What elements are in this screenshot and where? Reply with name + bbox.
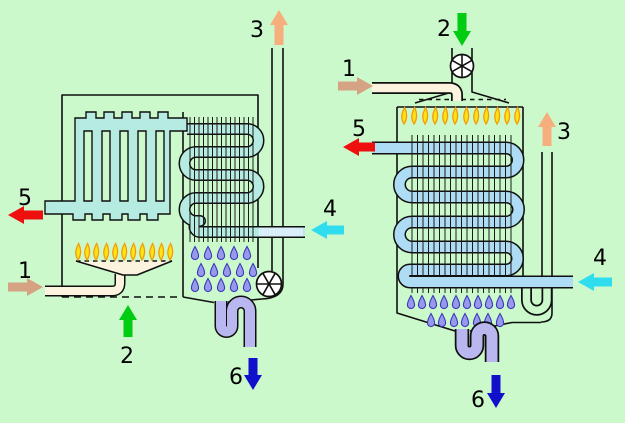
right-air-inlet-arrow <box>453 13 471 46</box>
right-heat-exchanger-coil <box>372 141 573 289</box>
left-return-in-arrow <box>311 221 344 239</box>
right-return-in-arrow <box>578 273 612 291</box>
right-flue-out-arrow <box>538 112 556 146</box>
right-gas-inlet-label: 1 <box>342 57 356 82</box>
left-gas-pipe <box>45 274 126 297</box>
right-flow-out-arrow <box>343 138 375 156</box>
left-sump-outline <box>182 296 215 304</box>
right-condensate-trap <box>454 321 500 362</box>
right-flow-out-label: 5 <box>352 117 366 142</box>
right-condensate-out-arrow <box>487 375 505 408</box>
left-return-in-label: 4 <box>323 197 337 222</box>
left-condensate-out-arrow <box>244 358 262 390</box>
left-condensate-droplets <box>190 245 258 293</box>
left-air-inlet-arrow <box>119 305 137 337</box>
left-boiler-diagram: 1 2 3 4 5 6 <box>8 10 344 390</box>
left-flow-out-arrow <box>8 206 43 224</box>
left-burner-edges <box>75 260 173 276</box>
right-burner-flames <box>401 106 521 125</box>
left-gas-inlet-arrow <box>8 278 43 296</box>
right-return-in-label: 4 <box>593 246 607 271</box>
left-flue-out-arrow <box>270 10 288 45</box>
right-gas-pipe <box>372 82 463 101</box>
right-boiler-diagram: 1 2 3 4 5 6 <box>338 13 612 413</box>
left-condensate-trap <box>214 295 257 347</box>
right-air-inlet-label: 2 <box>437 17 451 42</box>
left-primary-heat-exchanger <box>44 111 188 221</box>
left-fin-hatch-front <box>189 117 254 242</box>
left-flue-fan-icon <box>255 270 283 298</box>
left-air-inlet-label: 2 <box>120 344 134 369</box>
left-condensing-coil <box>178 123 305 238</box>
left-flow-out-label: 5 <box>18 186 32 211</box>
left-burner-tray <box>76 261 172 275</box>
left-condensate-out-label: 6 <box>229 365 243 390</box>
right-bottom-u-channel <box>521 287 553 316</box>
right-flue-out-label: 3 <box>557 120 571 145</box>
right-fin-hatch-front <box>411 135 512 276</box>
right-gas-inlet-arrow <box>338 77 373 95</box>
left-burner-flames <box>75 242 174 261</box>
left-gas-inlet-label: 1 <box>18 259 32 284</box>
right-condensate-out-label: 6 <box>471 388 485 413</box>
right-intake-fan-icon <box>449 53 475 79</box>
left-flue-out-label: 3 <box>250 18 264 43</box>
